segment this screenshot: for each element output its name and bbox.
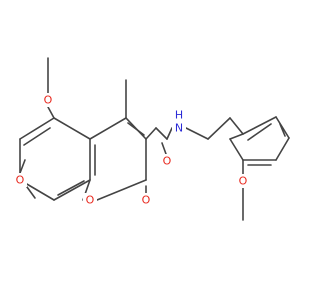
bond-o-c5	[47, 106, 55, 119]
bond-c2-oring	[96, 179, 147, 201]
bond-layer	[19, 57, 290, 221]
structure-canvas: O O O O O N H O	[13, 57, 290, 221]
bond-n-ch2	[185, 127, 209, 140]
atom-layer: O O O O O N H O	[13, 93, 250, 207]
bond-aryl-c	[275, 137, 290, 161]
bond-o-c7	[26, 186, 36, 199]
bond-o-methyl-left	[19, 159, 26, 174]
bond-aryl-e	[229, 138, 244, 161]
bond-c4a-c4	[89, 117, 127, 140]
atom-o-ring: O	[86, 194, 95, 207]
atom-o-methoxy-top: O	[44, 94, 53, 107]
bond-double-c3-c4	[127, 122, 145, 136]
bond-double-amide-co	[161, 142, 167, 155]
bond-c3-ch2	[145, 127, 157, 140]
bond-ch2-ch2	[207, 117, 231, 140]
bond-c8a-c8	[53, 179, 91, 201]
bond-camide-n	[166, 127, 173, 140]
bond-c5-c4a	[53, 117, 91, 140]
bond-double-ring-c	[57, 180, 85, 196]
atom-n-amide: N	[175, 122, 183, 135]
atom-h-amide: H	[175, 109, 183, 122]
bond-ch2-camide	[155, 127, 168, 140]
bond-double-ring-a	[23, 127, 51, 146]
bond-ch2-aryl	[229, 117, 244, 135]
bond-c6-c5	[19, 117, 55, 140]
bond-double-aryl-c	[247, 123, 272, 141]
bond-aryl-f	[229, 133, 244, 140]
atom-o-methoxy-phenyl: O	[239, 175, 248, 188]
atom-o-lactone-carbonyl: O	[142, 194, 151, 207]
atom-o-methoxy-left: O	[16, 174, 25, 187]
bond-double-aryl-b	[279, 123, 286, 137]
bond-aryl-b	[275, 116, 290, 139]
molecule-structure: O O O O O N H O	[13, 57, 290, 221]
bond-aryl-a	[242, 116, 277, 135]
atom-o-amide-carbonyl: O	[163, 155, 172, 168]
